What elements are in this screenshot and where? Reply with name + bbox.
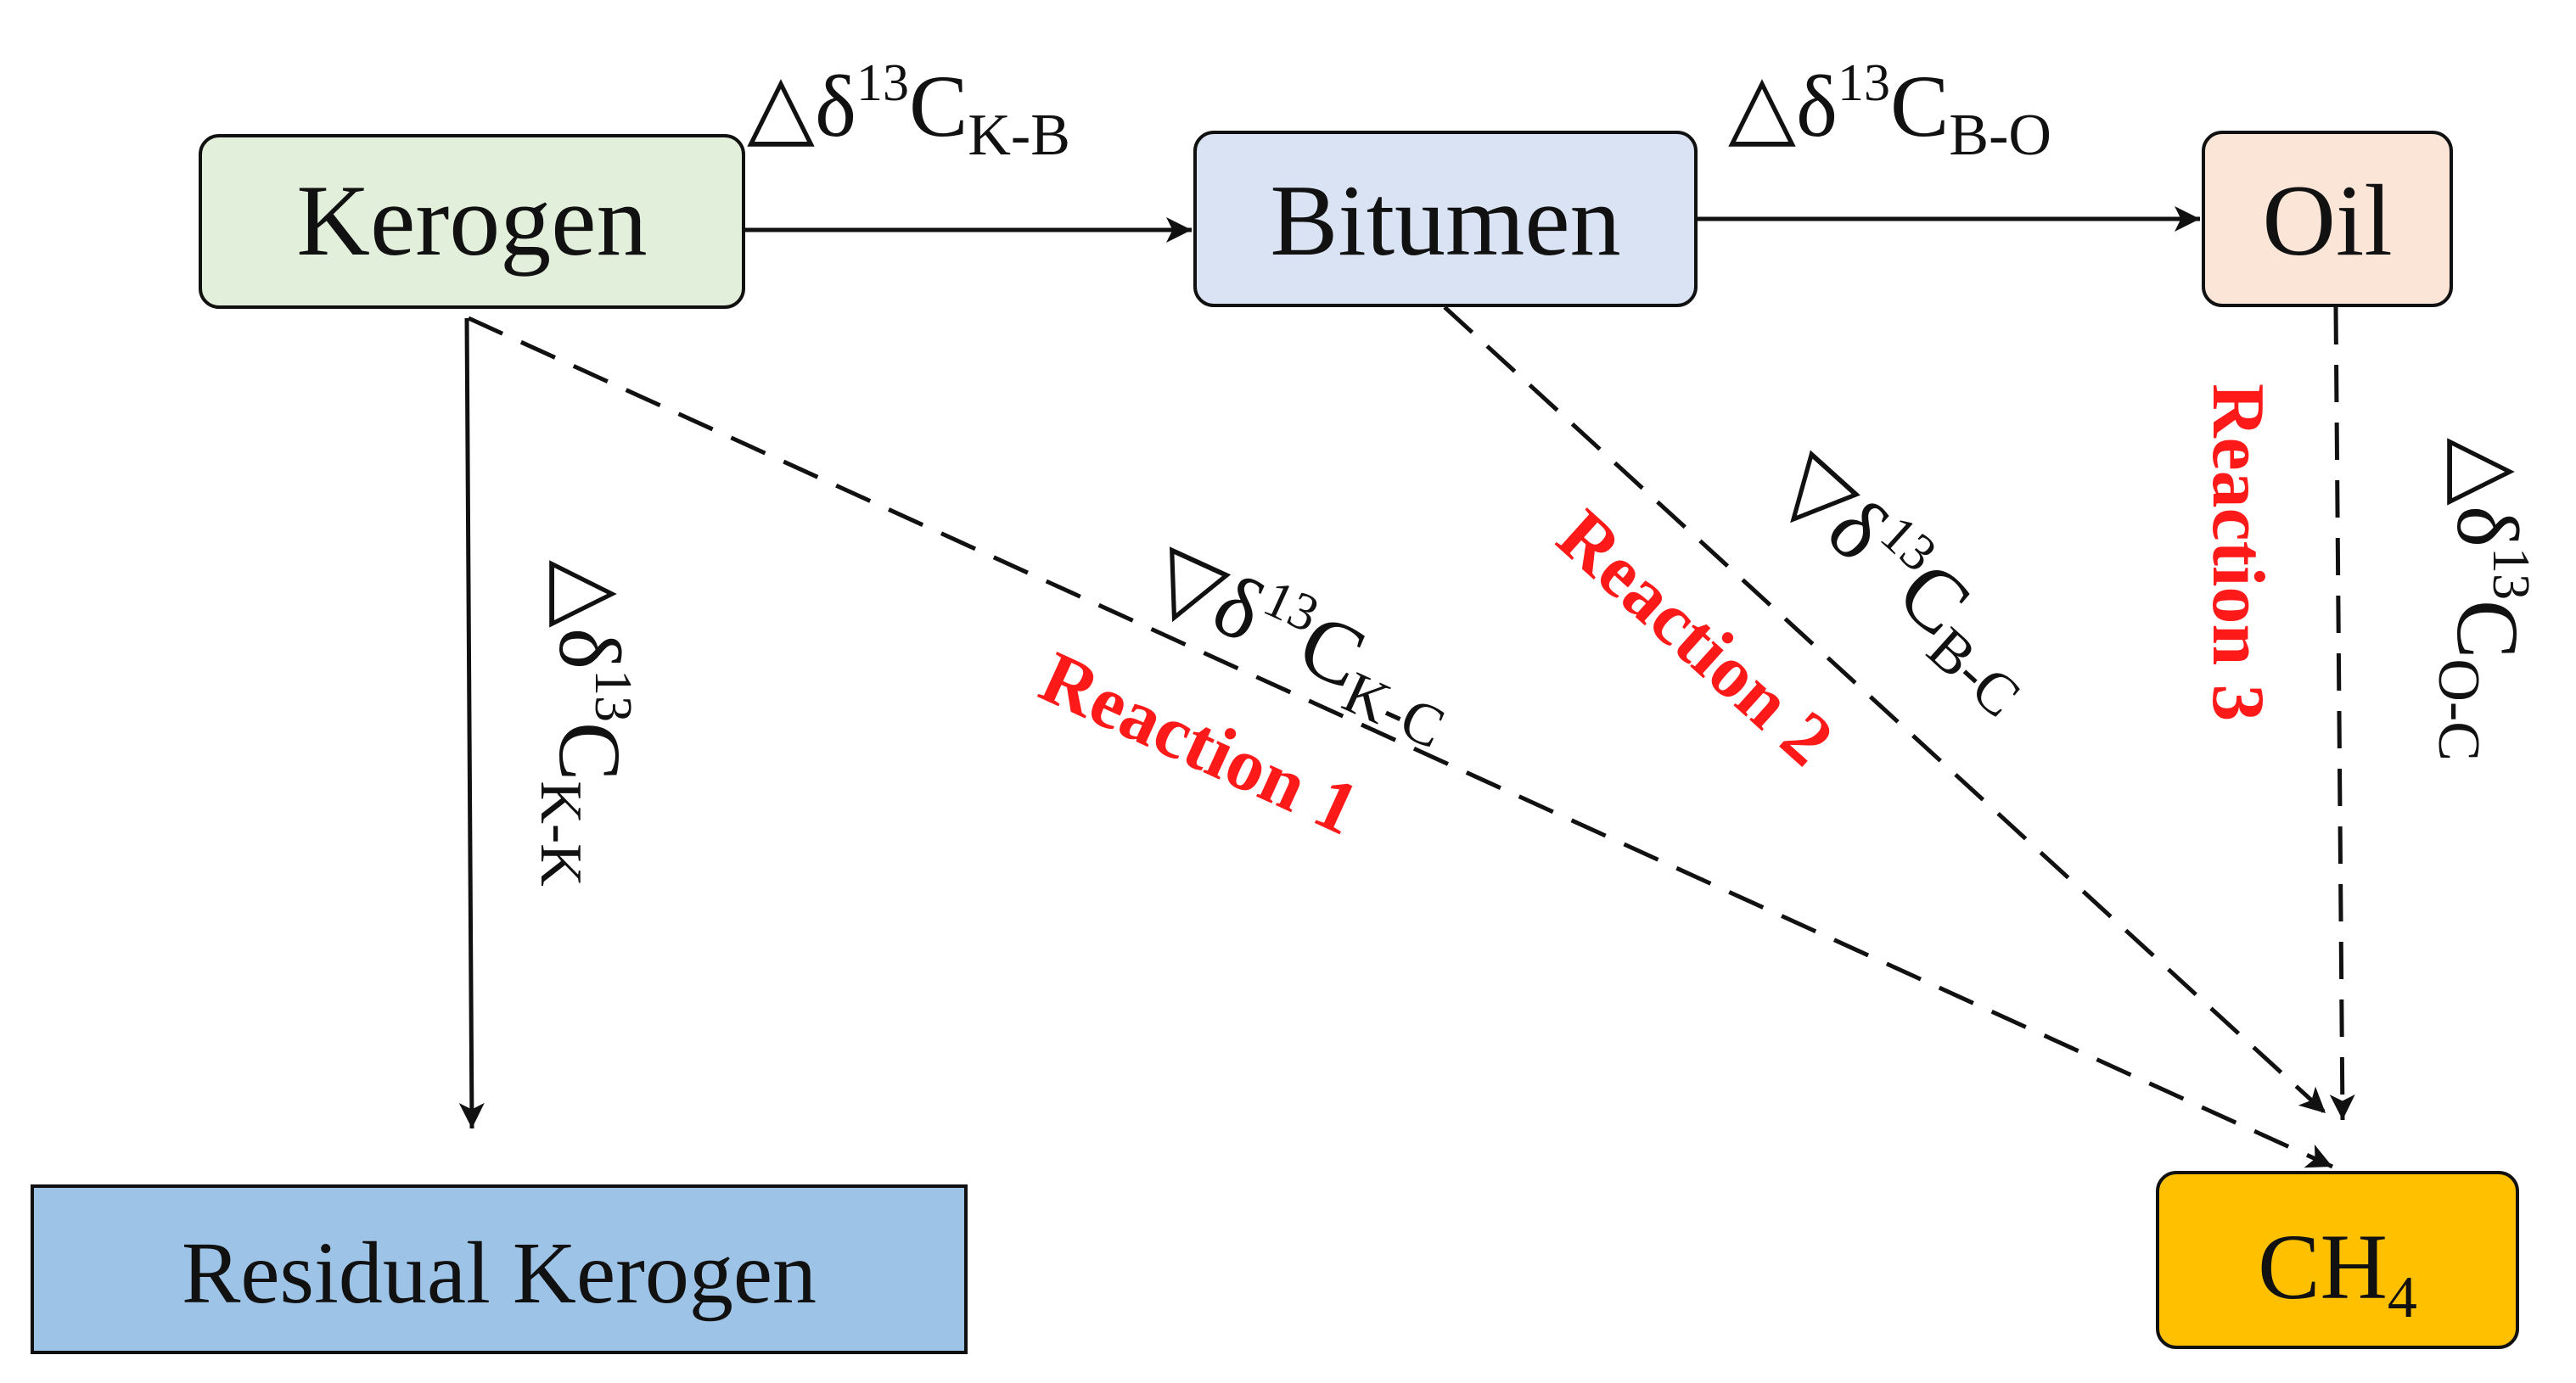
arrow-oil-to-ch4 <box>2329 306 2355 1121</box>
node-residual-kerogen-box <box>31 1184 968 1354</box>
arrow-kerogen-to-residual <box>458 317 485 1129</box>
node-residual-kerogen: Residual Kerogen <box>31 1184 968 1354</box>
node-oil: Oil <box>2202 131 2453 307</box>
node-kerogen-box <box>199 134 745 309</box>
label-delta-o-c: △δ13CO-C <box>2426 438 2540 761</box>
reaction-3-label: Reaction 3 <box>2197 384 2279 721</box>
arrow-bitumen-to-ch4 <box>1443 305 2327 1115</box>
node-ch4: CH4 <box>2156 1171 2519 1349</box>
node-ch4-label: CH4 <box>2258 1215 2417 1330</box>
node-kerogen: Kerogen <box>199 134 745 309</box>
label-delta-k-k: △δ13CK-K <box>528 560 642 887</box>
node-oil-box <box>2202 131 2453 307</box>
label-delta-k-b: △δ13CK-B <box>747 54 1070 168</box>
node-kerogen-label: Kerogen <box>296 164 647 277</box>
label-delta-b-o: △δ13CB-O <box>1728 54 2051 168</box>
arrow-kerogen-to-ch4 <box>467 316 2334 1169</box>
node-residual-kerogen-label: Residual Kerogen <box>182 1224 817 1322</box>
node-bitumen-label: Bitumen <box>1270 164 1620 277</box>
node-oil-label: Oil <box>2262 164 2392 277</box>
node-bitumen: Bitumen <box>1193 131 1698 307</box>
node-ch4-box <box>2156 1171 2519 1349</box>
